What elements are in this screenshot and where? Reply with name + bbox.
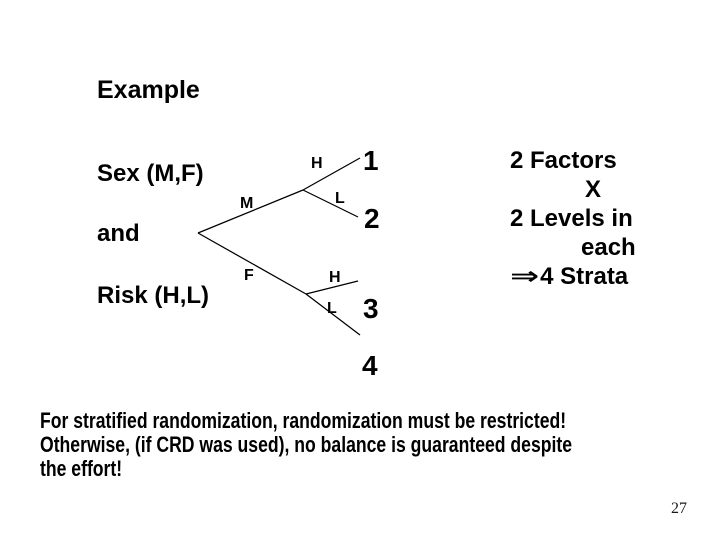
branch-label-female: F	[244, 267, 254, 284]
branch-label-high-1: H	[311, 155, 323, 172]
factor-label-risk: Risk (H,L)	[97, 282, 210, 309]
tree-line-female	[197, 232, 307, 295]
footer-line-3: the effort!	[40, 456, 123, 481]
page-number: 27	[671, 500, 687, 517]
footer-line-2: Otherwise, (if CRD was used), no balance…	[40, 432, 573, 457]
summary-strata-text: 4 Strata	[540, 263, 629, 290]
branch-label-male: M	[240, 195, 254, 212]
stratum-number-2: 2	[364, 203, 380, 234]
footer-note: For stratified randomization, randomizat…	[40, 409, 672, 481]
summary-line-strata: ⇒4 Strata	[510, 262, 700, 291]
summary-line-levels: 2 Levels in	[510, 205, 633, 232]
summary-line-each: each	[581, 234, 636, 261]
summary-block: 2 Factors X 2 Levels in each ⇒4 Strata	[510, 146, 700, 291]
slide-title: Example	[97, 76, 200, 104]
summary-line-factors: 2 Factors	[510, 147, 617, 174]
stratum-number-1: 1	[363, 145, 379, 176]
summary-line-times: X	[585, 176, 602, 203]
stratum-number-4: 4	[362, 350, 378, 381]
branch-label-high-2: H	[329, 269, 341, 286]
tree-line-low-1	[302, 189, 359, 218]
branch-label-low-1: L	[335, 190, 345, 207]
implies-arrow-icon: ⇒	[510, 263, 540, 290]
factor-label-sex: Sex (M,F)	[97, 160, 204, 187]
footer-line-1: For stratified randomization, randomizat…	[40, 408, 567, 433]
stratum-number-3: 3	[363, 293, 379, 324]
factor-label-and: and	[97, 220, 140, 247]
branch-label-low-2: L	[327, 300, 337, 317]
